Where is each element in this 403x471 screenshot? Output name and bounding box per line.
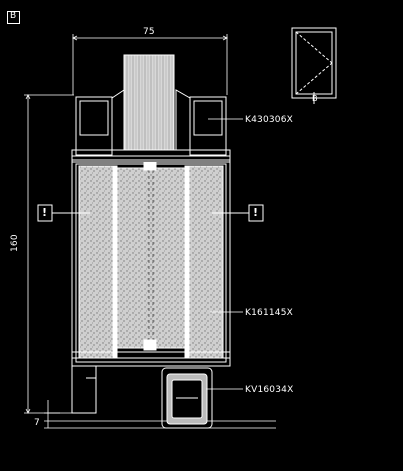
profile-label-mid: K161145X: [245, 308, 294, 318]
dimension-top: [72, 34, 228, 95]
profile-label-top: K430306X: [245, 115, 294, 125]
leader-lines: [206, 118, 243, 390]
offset-dimension: 7: [34, 418, 40, 428]
width-dimension: 75: [143, 27, 155, 37]
profile-label-bottom: KV16034X: [245, 385, 294, 395]
section-marker: B: [7, 11, 20, 24]
elevation-ref-label: B: [312, 94, 318, 103]
section-marker-text: B: [10, 11, 17, 21]
window-elevation-icon: [291, 27, 337, 104]
head-profile: [71, 54, 231, 163]
dimension-left: [24, 94, 276, 429]
warning-markers: [37, 204, 264, 222]
warning-icon-left: !: [42, 206, 48, 219]
sash-bottom: [71, 351, 231, 414]
sill-profile: [161, 367, 213, 429]
height-dimension: 160: [10, 234, 20, 252]
insulation-panels: [78, 161, 224, 359]
warning-icon-right: !: [253, 206, 259, 219]
